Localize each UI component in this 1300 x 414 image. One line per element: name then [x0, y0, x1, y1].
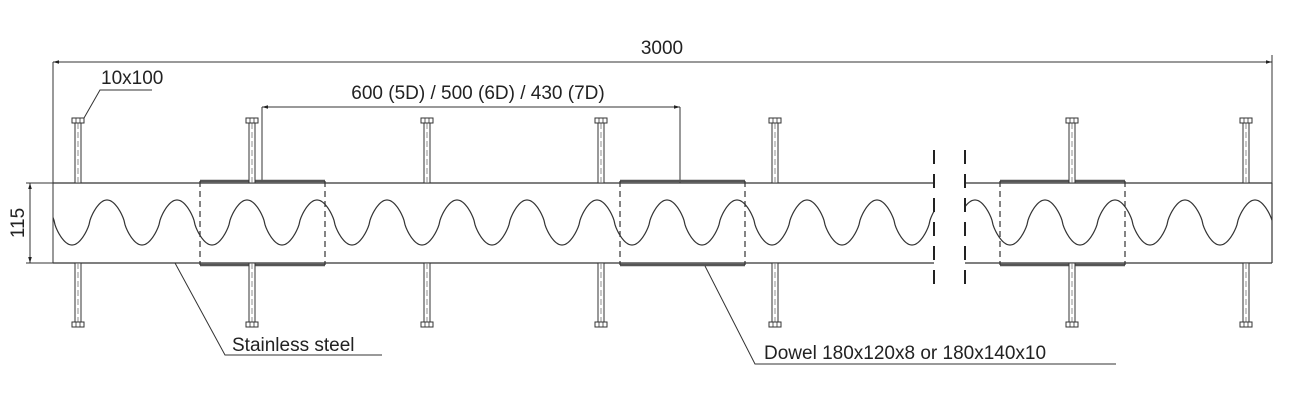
bolt-bottom	[594, 262, 608, 328]
bolt-top	[1239, 117, 1253, 184]
bolt-top	[768, 117, 782, 184]
height-dimension: 115	[8, 182, 53, 264]
leader-line	[174, 262, 382, 356]
dowel-plate	[619, 179, 746, 267]
leader-line	[83, 89, 152, 119]
bolt-callout: 10x100	[83, 68, 163, 119]
spacing-label: 600 (5D) / 500 (6D) / 430 (7D)	[351, 83, 604, 104]
dowel-plate	[199, 179, 326, 267]
leader-line	[704, 265, 1116, 365]
dowel-label: Dowel 180x120x8 or 180x140x10	[764, 343, 1046, 364]
corrugated-web-left	[52, 199, 935, 246]
material-callout: Stainless steel	[174, 262, 382, 356]
bolt-bottom	[420, 262, 434, 328]
bolt-top	[594, 117, 608, 184]
overall-length-dimension: 3000	[52, 38, 1273, 263]
dowel-plate	[999, 179, 1126, 267]
corrugated-web-right	[964, 199, 1273, 246]
bolt-bottom	[1239, 262, 1253, 328]
bolt-bottom	[768, 262, 782, 328]
dowels	[199, 179, 1126, 267]
overall-length-label: 3000	[641, 38, 683, 59]
bolt-bottom	[71, 262, 85, 328]
bolt-top	[71, 117, 85, 184]
bolt-bottom	[245, 262, 259, 328]
bolt-top	[245, 117, 259, 184]
material-label: Stainless steel	[232, 335, 355, 356]
height-label: 115	[8, 208, 29, 238]
anchor-bolts	[71, 117, 1253, 328]
spacing-dimension: 600 (5D) / 500 (6D) / 430 (7D)	[261, 83, 681, 183]
bolt-label: 10x100	[101, 68, 163, 89]
dowel-callout: Dowel 180x120x8 or 180x140x10	[704, 265, 1116, 365]
bolt-top	[1065, 117, 1079, 184]
rail-body	[52, 182, 1273, 264]
bolt-top	[420, 117, 434, 184]
bolt-bottom	[1065, 262, 1079, 328]
